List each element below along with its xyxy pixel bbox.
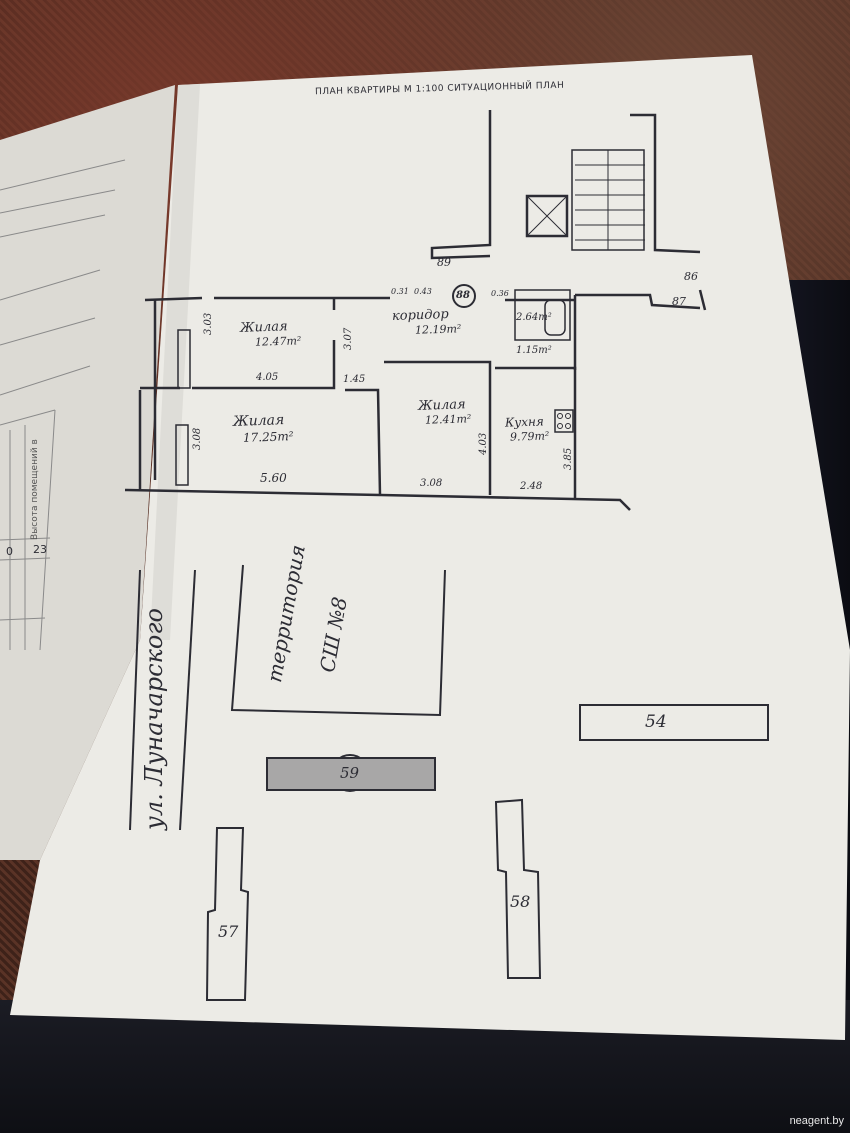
room-area-wc: 1.15m² (516, 345, 552, 356)
left-page-lines (0, 159, 126, 651)
main-page (10, 55, 850, 1040)
circle-label-88: 88 (456, 290, 470, 301)
room-name-living-1: Жилая (239, 319, 288, 336)
dim-385: 3.85 (563, 447, 574, 470)
building-label-54: 54 (645, 712, 667, 732)
dim-403: 4.03 (478, 432, 489, 455)
dim-86: 86 (684, 270, 698, 283)
room-area-living-3: 12.41m² (424, 412, 472, 427)
left-cell-a: 0 (6, 545, 13, 558)
room-name-living-3: Жилая (417, 397, 466, 414)
dim-308h: 3.08 (420, 478, 443, 489)
bathtub-icon (544, 299, 566, 336)
dim-89: 89 (437, 256, 451, 269)
kitchen-stove-icon (554, 409, 574, 433)
stair-treads (575, 150, 645, 250)
building-label-57: 57 (218, 922, 239, 941)
room-area-living-1: 12.47m² (254, 334, 302, 349)
dim-405: 4.05 (256, 372, 279, 383)
dim-145: 1.45 (343, 374, 366, 385)
room-area-living-2: 17.25m² (242, 429, 294, 445)
circle-marker-88 (452, 284, 476, 308)
dim-560: 5.60 (260, 471, 287, 485)
dim-308v: 3.08 (192, 427, 203, 450)
watermark: neagent.by (789, 1115, 844, 1127)
room-area-corridor: 12.19m² (414, 322, 462, 337)
small-area-1: 0.31 (391, 287, 409, 296)
room-area-kitchen: 9.79m² (509, 429, 550, 444)
building-59 (266, 757, 436, 791)
site-plan (129, 564, 769, 1001)
room-area-bath: 2.64m² (516, 312, 552, 323)
dim-307: 3.07 (343, 327, 354, 350)
street-name: ул. Луначарского (140, 608, 168, 830)
left-cell-b: 23 (33, 543, 47, 556)
circle-label-59: 59 (340, 764, 360, 782)
left-col-text: Высота помещений в (30, 439, 40, 540)
room-name-corridor: коридор (391, 307, 449, 324)
dim-248: 2.48 (520, 481, 543, 492)
floor-plan-walls (124, 110, 707, 511)
dim-303: 3.03 (203, 312, 214, 335)
left-page (0, 85, 175, 860)
dim-87: 87 (672, 295, 686, 308)
building-label-58: 58 (510, 892, 531, 911)
small-area-3: 0.36 (491, 289, 509, 298)
room-name-living-2: Жилая (232, 412, 285, 430)
small-area-2: 0.43 (414, 287, 432, 296)
room-name-kitchen: Кухня (504, 414, 545, 430)
